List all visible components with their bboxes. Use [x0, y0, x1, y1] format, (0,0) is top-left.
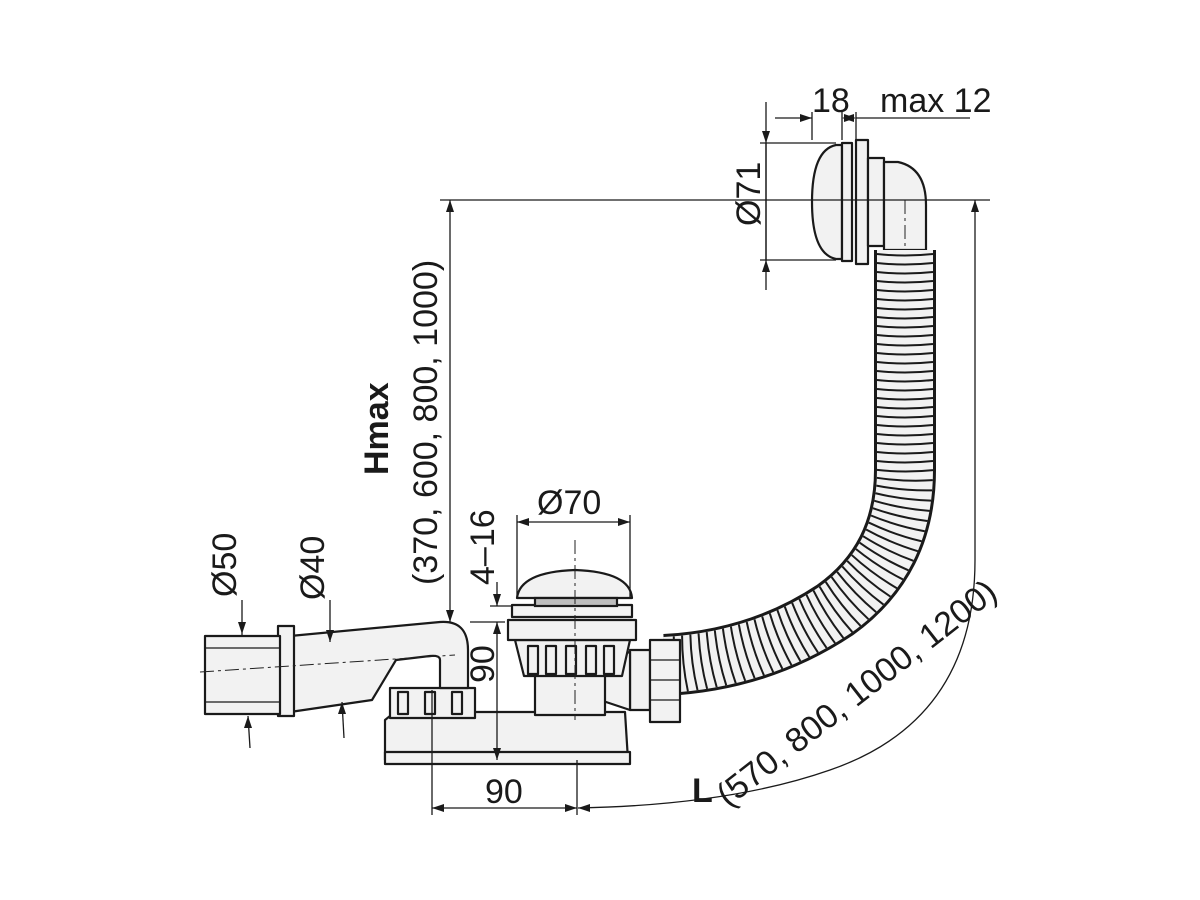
hose-rib [745, 621, 765, 676]
label-90-vertical: 90 [464, 645, 502, 683]
hose-rib [851, 554, 898, 590]
label-4-16: 4–16 [464, 509, 502, 585]
label-max-12: max 12 [880, 82, 992, 120]
hose-rib [876, 271, 934, 275]
hose-rib [876, 460, 934, 464]
hose-rib [876, 468, 934, 473]
hose-rib [876, 476, 933, 482]
label-diameter-40: Ø40 [294, 536, 332, 600]
waste-body [383, 540, 638, 766]
hose-rib [876, 397, 934, 401]
hose-rib [876, 352, 934, 356]
label-hmax-values: (370, 600, 800, 1000) [407, 260, 445, 585]
hose-rib [681, 635, 689, 692]
hose-rib [876, 298, 934, 302]
hose-rib [855, 548, 904, 581]
hose-rib [876, 379, 934, 383]
hose-rib [868, 521, 922, 543]
hose-rib [862, 535, 914, 562]
overflow-head [790, 138, 930, 266]
label-90-horizontal: 90 [485, 773, 523, 811]
hose-rib [689, 634, 699, 691]
label-18: 18 [812, 82, 850, 120]
hose-rib [872, 507, 928, 523]
hose-rib [876, 484, 933, 492]
hose-rib [876, 406, 934, 410]
hose-rib [776, 609, 802, 662]
hose-rib [876, 388, 934, 392]
hose-ribs [672, 253, 934, 693]
hose-rib [876, 316, 934, 320]
label-diameter-70: Ø70 [537, 484, 601, 522]
label-length: L [692, 772, 713, 810]
hose-rib [876, 307, 934, 311]
hose-rib [876, 325, 934, 329]
hose-rib [876, 433, 934, 437]
label-diameter-50: Ø50 [206, 533, 244, 597]
hose-rib [836, 571, 877, 613]
hose-rib [713, 630, 728, 686]
hose-rib [841, 565, 885, 606]
hose-rib [705, 631, 718, 688]
hose-rib [865, 528, 919, 553]
hose-rib [876, 424, 934, 428]
corrugated-hose [663, 250, 936, 696]
hose-rib [846, 560, 891, 598]
hose-rib [859, 541, 909, 572]
hose-rib [876, 262, 934, 266]
hose-rib [697, 633, 709, 690]
hose-rib [870, 514, 925, 533]
hose-rib [874, 499, 930, 512]
hose-rib [753, 619, 775, 673]
outlet-pipe [199, 620, 470, 718]
hose-rib [768, 613, 793, 666]
hose-rib [798, 598, 828, 649]
hose-rib [876, 343, 934, 347]
hose-rib [805, 594, 836, 644]
hose-rib [876, 334, 934, 338]
hose-rib [783, 606, 811, 658]
label-hmax: Hmax [358, 382, 396, 475]
hose-rib [812, 590, 845, 639]
hose-rib [876, 442, 934, 446]
label-diameter-71: Ø71 [730, 162, 768, 226]
hose-rib [876, 370, 934, 374]
hose-rib [729, 626, 747, 682]
hose-rib [876, 280, 934, 284]
hose-rib [721, 628, 737, 684]
hose-rib [761, 616, 784, 670]
hose-rib [824, 581, 862, 627]
hose-rib [818, 586, 854, 633]
hose-rib [830, 576, 870, 620]
hose-rib [876, 253, 934, 257]
hose-rib [791, 602, 819, 654]
hose-rib [876, 451, 934, 455]
hose-rib [737, 624, 756, 679]
hose-rib [876, 361, 934, 365]
hose-rib [876, 415, 934, 419]
dimension-lines [238, 102, 990, 815]
hose-rib [876, 289, 934, 293]
hose-rib [875, 492, 932, 502]
